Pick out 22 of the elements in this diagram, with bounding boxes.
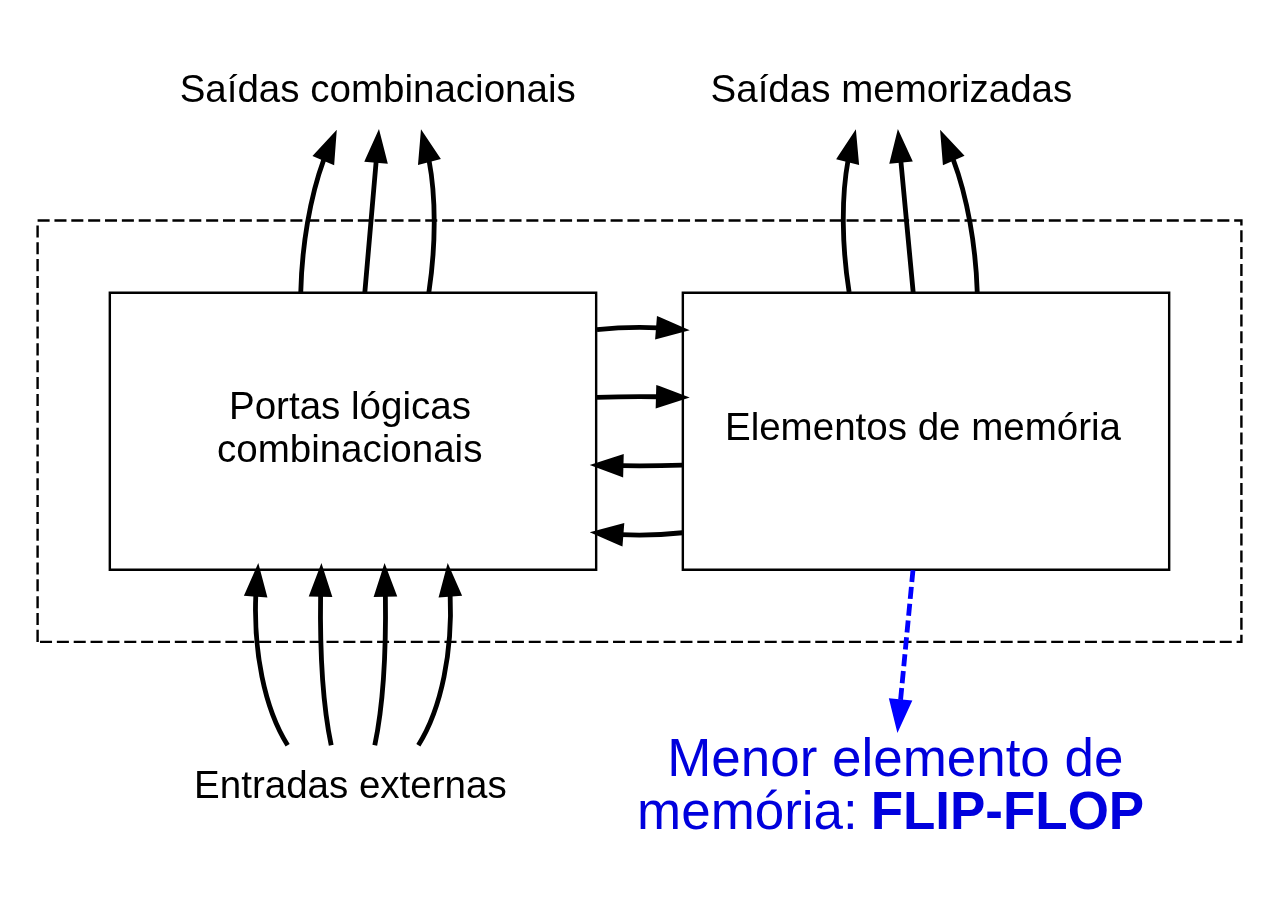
arrow <box>940 129 980 292</box>
arrow <box>589 453 683 478</box>
node-text: Saídas combinacionais <box>179 66 576 110</box>
arrow <box>889 128 916 292</box>
arrow <box>596 384 690 409</box>
arrow <box>836 128 860 293</box>
arrow <box>888 569 916 733</box>
arrow <box>416 562 463 746</box>
arrow <box>308 562 334 746</box>
arrow <box>362 128 388 292</box>
arrow <box>596 315 690 339</box>
arrow <box>372 562 398 746</box>
cluster <box>36 218 1243 643</box>
arrow <box>418 128 441 293</box>
node-text: Menor elemento de memória: FLIP-FLOP <box>637 727 1145 840</box>
node-box: Elementos de memória <box>681 291 1171 571</box>
node-box: Portas lógicas combinacionais <box>108 291 598 571</box>
arrow <box>298 129 337 292</box>
node-text: Saídas memorizadas <box>710 66 1073 110</box>
arrow <box>243 562 290 746</box>
node-text: Entradas externas <box>194 762 507 806</box>
arrow <box>589 522 683 547</box>
